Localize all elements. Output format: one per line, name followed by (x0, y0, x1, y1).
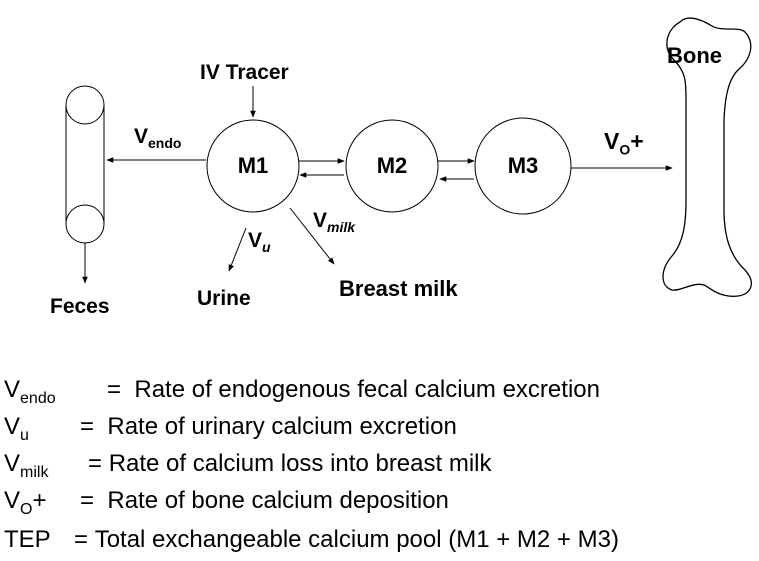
legend-row: Vendo = Rate of endogenous fecal calcium … (4, 378, 600, 407)
compartment-m1-label: M1 (237, 153, 269, 178)
legend-equals: = (80, 413, 95, 440)
compartment-m2-label: M2 (376, 153, 408, 178)
legend-text: Rate of bone calcium deposition (107, 487, 449, 514)
feces-label: Feces (50, 295, 110, 318)
compartment-m2-circle (345, 119, 439, 213)
milk-arrow (289, 207, 335, 265)
urine-arrow (228, 227, 247, 272)
legend-equals: = (80, 487, 95, 514)
legend-symbol: Vu (4, 413, 29, 444)
breast-milk-label: Breast milk (339, 276, 458, 301)
legend-equals: = (74, 526, 89, 553)
legend-text: Rate of endogenous fecal calcium excreti… (134, 376, 600, 403)
legend-text: Rate of calcium loss into breast milk (108, 450, 492, 477)
legend-text: Total exchangeable calcium pool (M1 + M2… (94, 526, 619, 553)
legend-text: Rate of urinary calcium excretion (107, 413, 457, 440)
v-u-label: Vu (248, 229, 271, 256)
legend-row: Vu = Rate of urinary calcium excretion (4, 415, 457, 444)
compartment-m1-circle (206, 119, 300, 213)
legend-row: VO+ = Rate of bone calcium deposition (4, 489, 449, 518)
legend-symbol: TEP (4, 526, 51, 553)
iv-tracer-label: IV Tracer (200, 61, 289, 84)
legend-equals: = (88, 450, 103, 477)
v-o-plus-label: VO+ (604, 128, 644, 158)
legend-row: TEP = Total exchangeable calcium pool (M1… (4, 528, 619, 557)
bone-shape (662, 17, 752, 297)
legend-symbol: Vmilk (4, 450, 49, 481)
legend-symbol: Vendo (4, 376, 56, 407)
intestine-shape (65, 85, 105, 244)
compartment-m3-circle (474, 117, 572, 215)
legend-equals: = (107, 376, 122, 403)
bone-label: Bone (667, 43, 722, 68)
v-endo-label: Vendo (134, 125, 182, 152)
legend-row: Vmilk = Rate of calcium loss into breast … (4, 452, 492, 481)
compartment-m3-label: M3 (507, 153, 539, 178)
urine-label: Urine (197, 287, 251, 310)
v-milk-label: Vmilk (313, 209, 356, 236)
legend-symbol: VO+ (4, 487, 47, 518)
